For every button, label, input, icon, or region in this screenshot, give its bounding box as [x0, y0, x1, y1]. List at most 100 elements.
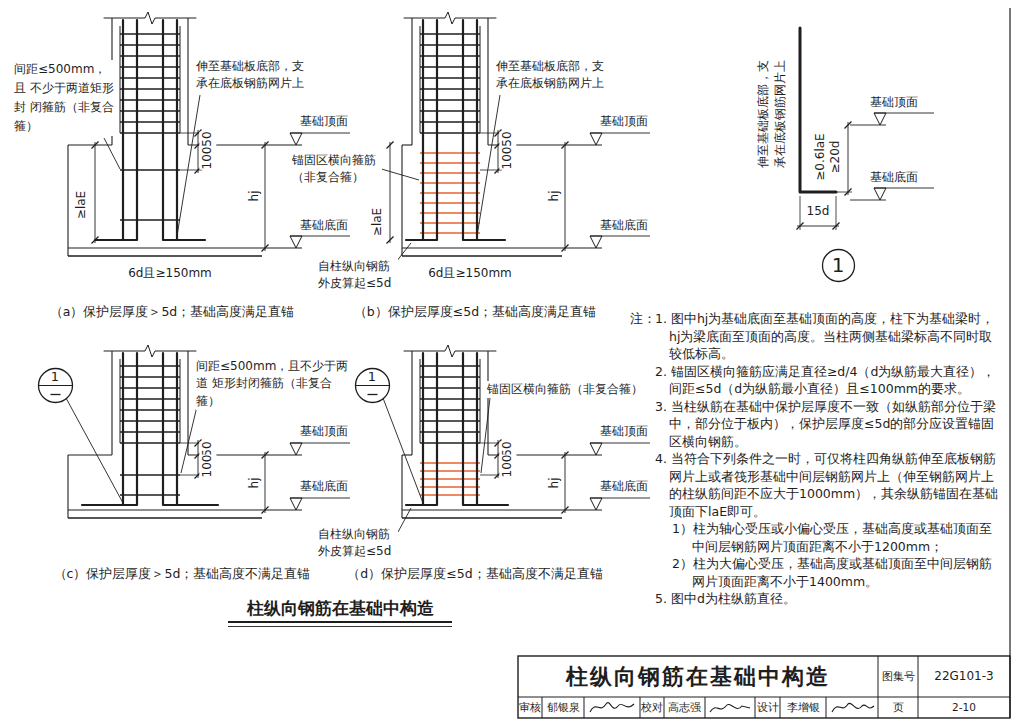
drawing-label: 伸至基础板底部，支 承在底板钢筋网片上 — [496, 58, 608, 93]
elevation-label: 基础底面 — [300, 478, 348, 495]
elevation-line — [290, 133, 350, 134]
foundation-outline — [402, 255, 562, 256]
foundation-outline — [67, 455, 68, 518]
longitudinal-bar — [477, 353, 508, 505]
foundation-outline — [402, 144, 412, 145]
note-text: 2）柱为大偏心受压，基础高度或基础顶面至中间层钢筋网片顶面距离不小于1400mm… — [672, 555, 1003, 590]
stirrup — [120, 99, 180, 100]
elevation-line — [874, 113, 934, 114]
elevation-line — [874, 188, 934, 189]
anchorage-stirrup — [420, 494, 480, 496]
note-heading: 注： — [630, 310, 656, 328]
stirrup — [420, 55, 480, 56]
dimension-line — [848, 122, 849, 195]
column-outline — [187, 18, 188, 145]
foundation-outline — [68, 247, 302, 248]
anchorage-stirrup — [420, 470, 480, 472]
callout-dash — [50, 393, 60, 394]
stirrup — [120, 55, 180, 56]
elevation-line — [290, 236, 350, 237]
stirrup — [120, 33, 180, 34]
title-block-rule — [664, 697, 665, 718]
title-block-title: 柱纵向钢筋在基础中构造 — [566, 661, 830, 693]
dimension-tick — [845, 122, 852, 129]
break-line — [104, 345, 196, 357]
elevation-line — [590, 133, 650, 134]
longitudinal-bar — [177, 20, 205, 240]
dimension-line — [390, 142, 391, 243]
leader-line — [396, 243, 411, 262]
signature — [710, 704, 750, 712]
callout-divider — [355, 385, 389, 386]
callout-divider — [38, 385, 72, 386]
column-outline — [411, 351, 412, 455]
dimension-tick — [562, 142, 569, 149]
stirrup — [120, 88, 180, 89]
elevation-label: 基础底面 — [870, 169, 918, 186]
leader-line — [481, 398, 490, 473]
dimension-label: 100 — [199, 147, 216, 170]
dimension-tick — [562, 245, 569, 252]
dimension-label: 50 — [499, 131, 516, 146]
longitudinal-bar — [477, 20, 505, 240]
column-outline — [187, 351, 188, 455]
leader-line — [66, 398, 123, 503]
title-block-rule — [542, 697, 543, 718]
foundation-outline — [402, 454, 412, 455]
dimension-line — [265, 452, 266, 513]
stirrup — [420, 26, 421, 133]
figure-caption: （b）保护层厚度≤5d；基础高度满足直锚 — [354, 303, 596, 321]
elevation-label: 基础底面 — [600, 217, 648, 234]
longitudinal-bar — [163, 20, 188, 240]
longitudinal-bar — [112, 20, 137, 240]
stirrup — [420, 77, 480, 78]
elevation-symbol — [290, 133, 302, 145]
foundation-outline — [68, 144, 112, 145]
elevation-symbol — [290, 498, 302, 510]
dimension-tick — [92, 237, 99, 244]
title-block-rule — [518, 697, 1010, 698]
break-line — [104, 12, 196, 24]
elevation-symbol — [874, 113, 886, 125]
elevation-symbol — [874, 188, 886, 200]
dimension-line — [565, 452, 566, 513]
stirrup — [420, 409, 480, 410]
stirrup — [420, 442, 480, 443]
break-line — [404, 12, 496, 24]
elevation-label: 基础底面 — [600, 478, 648, 495]
stirrup — [420, 110, 480, 111]
foundation-outline — [402, 247, 602, 248]
stirrup — [420, 121, 480, 122]
dimension-label: hj — [546, 478, 563, 489]
stirrup — [420, 99, 480, 100]
stirrup — [480, 26, 481, 133]
stirrup — [420, 431, 480, 432]
anchorage-stirrup — [420, 486, 480, 488]
longitudinal-bar — [406, 353, 423, 505]
sheet-border — [1009, 8, 1010, 718]
foundation-outline — [67, 145, 68, 256]
dimension-label: 100 — [499, 455, 516, 478]
stirrup — [120, 494, 180, 495]
stirrup — [120, 359, 121, 443]
dimension-label: 6d且≥150mm — [428, 265, 512, 282]
dimension-tick — [262, 452, 269, 459]
signature — [832, 703, 874, 712]
title-block-rule — [826, 697, 827, 718]
title-block-rule — [705, 697, 706, 718]
elevation-symbol — [290, 236, 302, 248]
elevation-symbol — [590, 133, 602, 145]
drawing-label: 自柱纵向钢筋 外皮算起≤5d — [318, 526, 398, 561]
title-block-frame — [518, 656, 1010, 718]
dimension-label: 15d — [807, 203, 830, 220]
column-outline — [111, 351, 112, 455]
stirrup — [120, 420, 180, 421]
elevation-label: 基础底面 — [300, 217, 348, 234]
dimension-label: hj — [246, 478, 263, 489]
stirrup — [120, 409, 180, 410]
drawing-caption: 柱纵向钢筋在基础中构造 — [247, 596, 434, 621]
anchorage-stirrup — [420, 478, 480, 480]
longitudinal-bar — [406, 20, 423, 240]
stirrup — [420, 132, 480, 133]
elevation-label: 基础顶面 — [600, 113, 648, 130]
